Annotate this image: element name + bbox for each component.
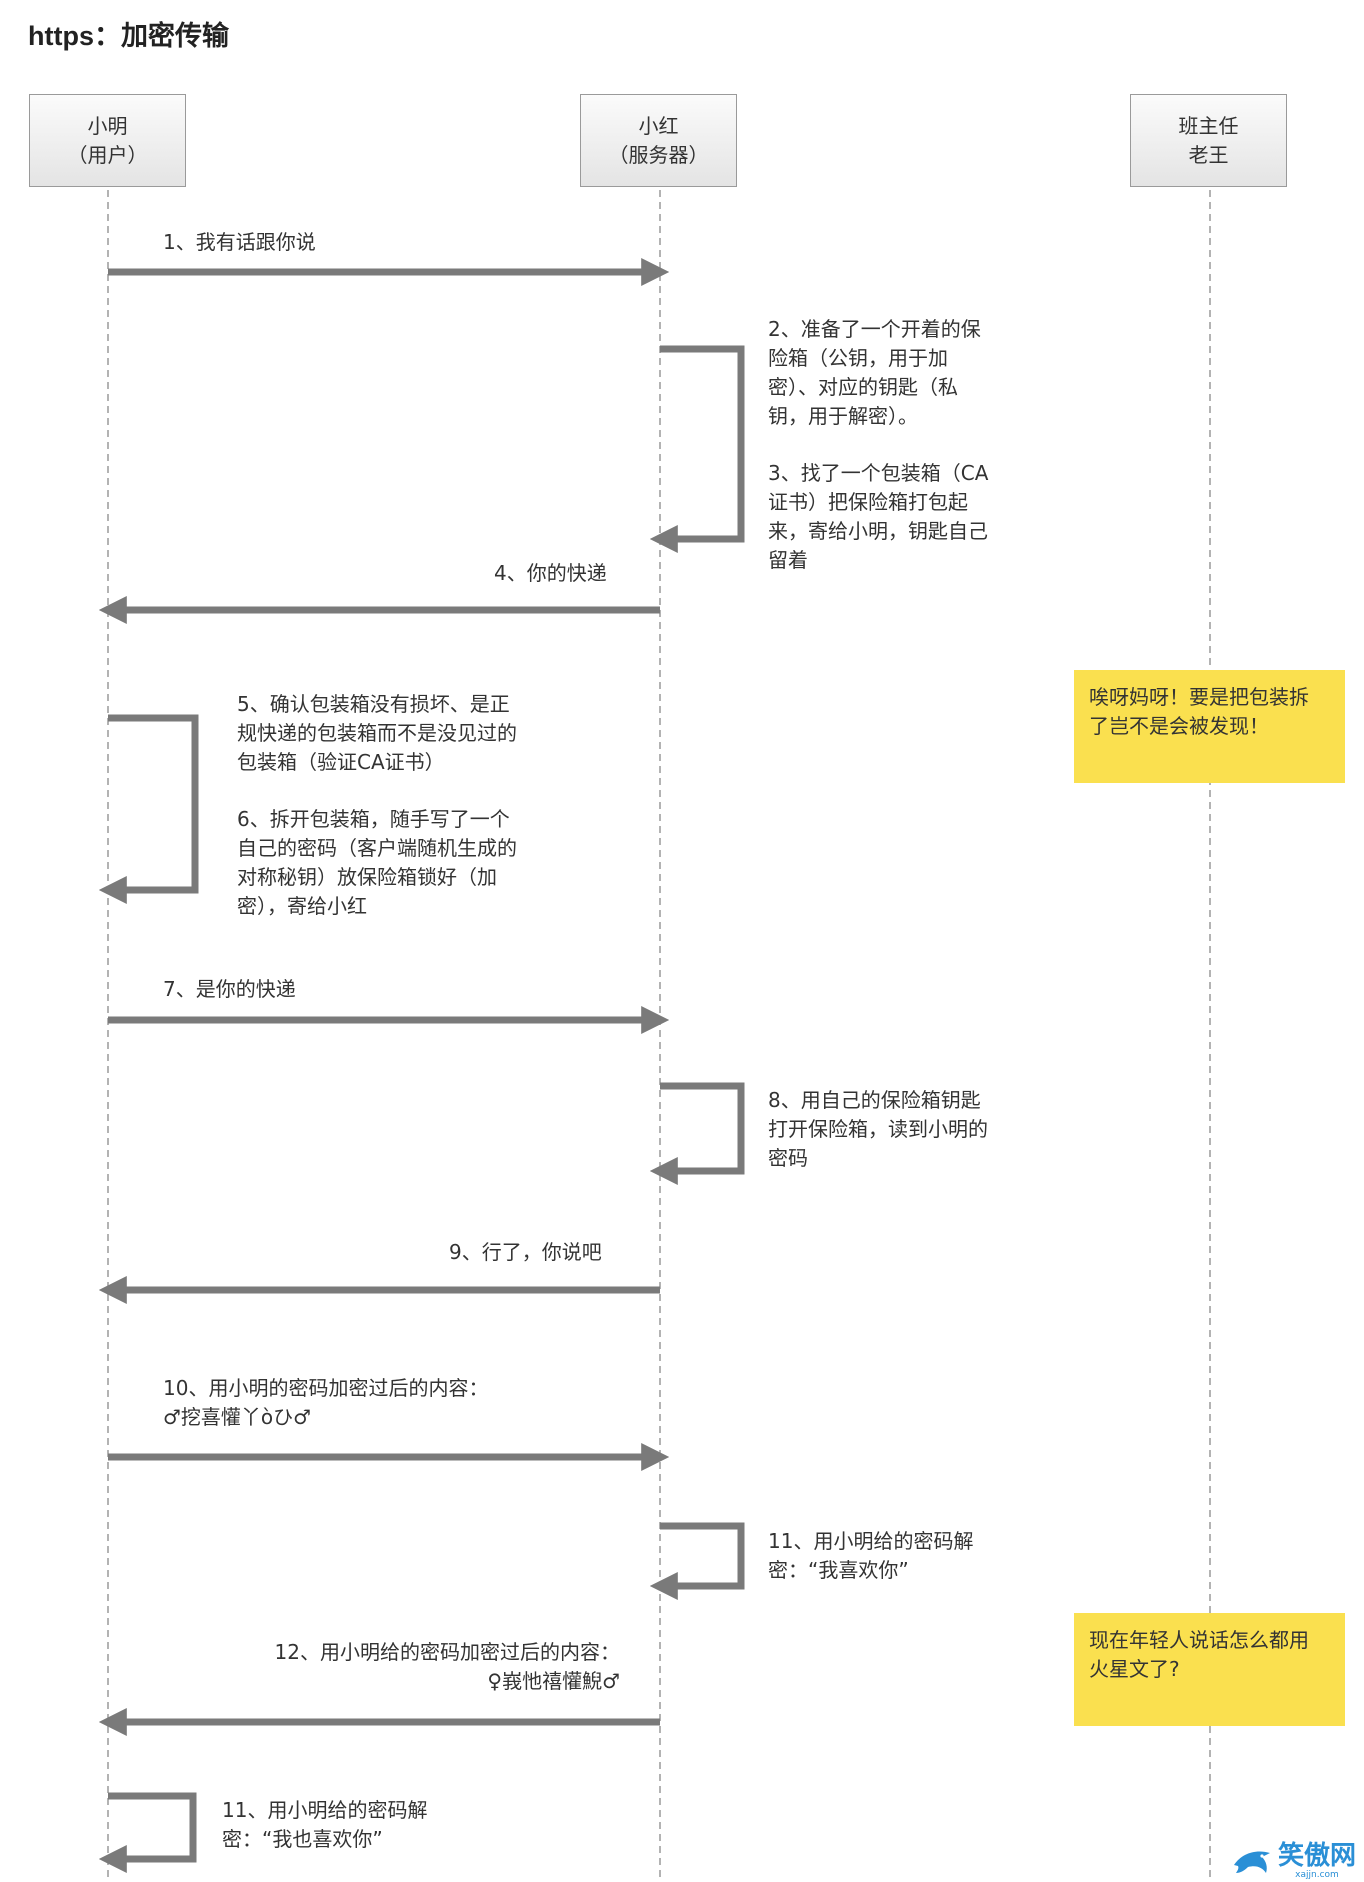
message-1-label: 1、我有话跟你说 — [163, 228, 316, 257]
arrow-5-6-self — [98, 714, 199, 904]
message-2-label: 2、准备了一个开着的保 险箱（公钥，用于加 密）、对应的钥匙（私 钥，用于解密）… — [768, 315, 981, 431]
message-6-label: 6、拆开包装箱，随手写了一个 自己的密码（客户端随机生成的 对称秘钥）放保险箱锁… — [237, 805, 517, 921]
watermark: 笑傲网 xajjn.com — [1232, 1842, 1356, 1880]
note-line: 现在年轻人说话怎么都用 — [1089, 1628, 1309, 1652]
note-mars-text: 现在年轻人说话怎么都用 火星文了? — [1074, 1613, 1345, 1726]
arrow-11a-self — [649, 1522, 745, 1600]
label-line: 留着 — [768, 548, 808, 572]
actor-role: 老王 — [1188, 142, 1229, 167]
label-line: 密）、对应的钥匙（私 — [768, 375, 958, 399]
actor-name: 小明 — [87, 113, 128, 138]
shark-logo-icon — [1233, 1851, 1270, 1873]
label-line: 来，寄给小明，钥匙自己 — [768, 519, 988, 543]
label-line: 12、用小明给的密码加密过后的内容： — [274, 1640, 620, 1664]
label-line: 2、准备了一个开着的保 — [768, 317, 981, 341]
label-line: 钥，用于解密）。 — [768, 404, 918, 428]
label-line: 密），寄给小红 — [237, 894, 367, 918]
actor-laowang: 班主任 老王 — [1130, 94, 1287, 187]
label-line: 对称秘钥）放保险箱锁好（加 — [237, 865, 497, 889]
note-line: 火星文了? — [1089, 1657, 1180, 1681]
label-line: 密码 — [768, 1146, 808, 1170]
message-11a-label: 11、用小明给的密码解 密：“我喜欢你” — [768, 1527, 973, 1585]
label-line: 5、确认包装箱没有损坏、是正 — [237, 692, 510, 716]
actor-name: 班主任 — [1178, 113, 1239, 138]
message-5-label: 5、确认包装箱没有损坏、是正 规快递的包装箱而不是没见过的 包装箱（验证CA证书… — [237, 690, 517, 777]
actor-xiaoming: 小明 （用户） — [29, 94, 186, 187]
actor-xiaohong: 小红 （服务器） — [580, 94, 737, 187]
note-line: 唉呀妈呀！要是把包装拆 — [1089, 685, 1309, 709]
label-line: 自己的密码（客户端随机生成的 — [237, 836, 517, 860]
message-8-label: 8、用自己的保险箱钥匙 打开保险箱，读到小明的 密码 — [768, 1086, 988, 1173]
label-line: 密：“我喜欢你” — [768, 1558, 909, 1582]
label-line: 包装箱（验证CA证书） — [237, 750, 445, 774]
label-line: 1、我有话跟你说 — [163, 230, 316, 254]
arrow-11b-self — [98, 1792, 197, 1873]
message-7-label: 7、是你的快递 — [163, 975, 296, 1004]
message-11b-label: 11、用小明给的密码解 密：“我也喜欢你” — [222, 1796, 427, 1854]
message-10-label: 10、用小明的密码加密过后的内容： ♂挖喜懽丫òひ♂ — [163, 1374, 488, 1432]
label-line: 11、用小明给的密码解 — [222, 1798, 428, 1822]
label-line: 8、用自己的保险箱钥匙 — [768, 1088, 981, 1112]
actor-role: （服务器） — [608, 142, 709, 167]
label-line: 险箱（公钥，用于加 — [768, 346, 948, 370]
note-package-warning: 唉呀妈呀！要是把包装拆 了岂不是会被发现！ — [1074, 670, 1345, 783]
label-line: 规快递的包装箱而不是没见过的 — [237, 721, 517, 745]
actor-role: （用户） — [67, 142, 148, 167]
label-line: ♀峩忚禧懽鯢♂ — [487, 1669, 620, 1693]
label-line: 6、拆开包装箱，随手写了一个 — [237, 807, 510, 831]
label-line: 11、用小明给的密码解 — [768, 1529, 974, 1553]
label-line: ♂挖喜懽丫òひ♂ — [163, 1405, 312, 1429]
arrow-2-3-self — [649, 345, 745, 553]
label-line: 10、用小明的密码加密过后的内容： — [163, 1376, 489, 1400]
label-line: 证书）把保险箱打包起 — [768, 490, 968, 514]
label-line: 7、是你的快递 — [163, 977, 296, 1001]
watermark-subtext: xajjn.com — [1295, 1870, 1339, 1880]
label-line: 4、你的快递 — [494, 561, 607, 585]
label-line: 打开保险箱，读到小明的 — [768, 1117, 988, 1141]
actor-name: 小红 — [638, 113, 679, 138]
message-12-label: 12、用小明给的密码加密过后的内容： ♀峩忚禧懽鯢♂ — [240, 1638, 620, 1696]
label-line: 3、找了一个包装箱（CA — [768, 461, 989, 485]
label-line: 密：“我也喜欢你” — [222, 1827, 383, 1851]
message-9-label: 9、行了，你说吧 — [449, 1238, 602, 1267]
message-4-label: 4、你的快递 — [494, 559, 607, 588]
watermark-text: 笑傲网 — [1277, 1841, 1356, 1871]
note-line: 了岂不是会被发现！ — [1089, 714, 1269, 738]
label-line: 9、行了，你说吧 — [449, 1240, 602, 1264]
page-title: https：加密传输 — [28, 21, 229, 51]
message-3-label: 3、找了一个包装箱（CA 证书）把保险箱打包起 来，寄给小明，钥匙自己 留着 — [768, 459, 988, 575]
arrow-8-self — [649, 1082, 745, 1185]
